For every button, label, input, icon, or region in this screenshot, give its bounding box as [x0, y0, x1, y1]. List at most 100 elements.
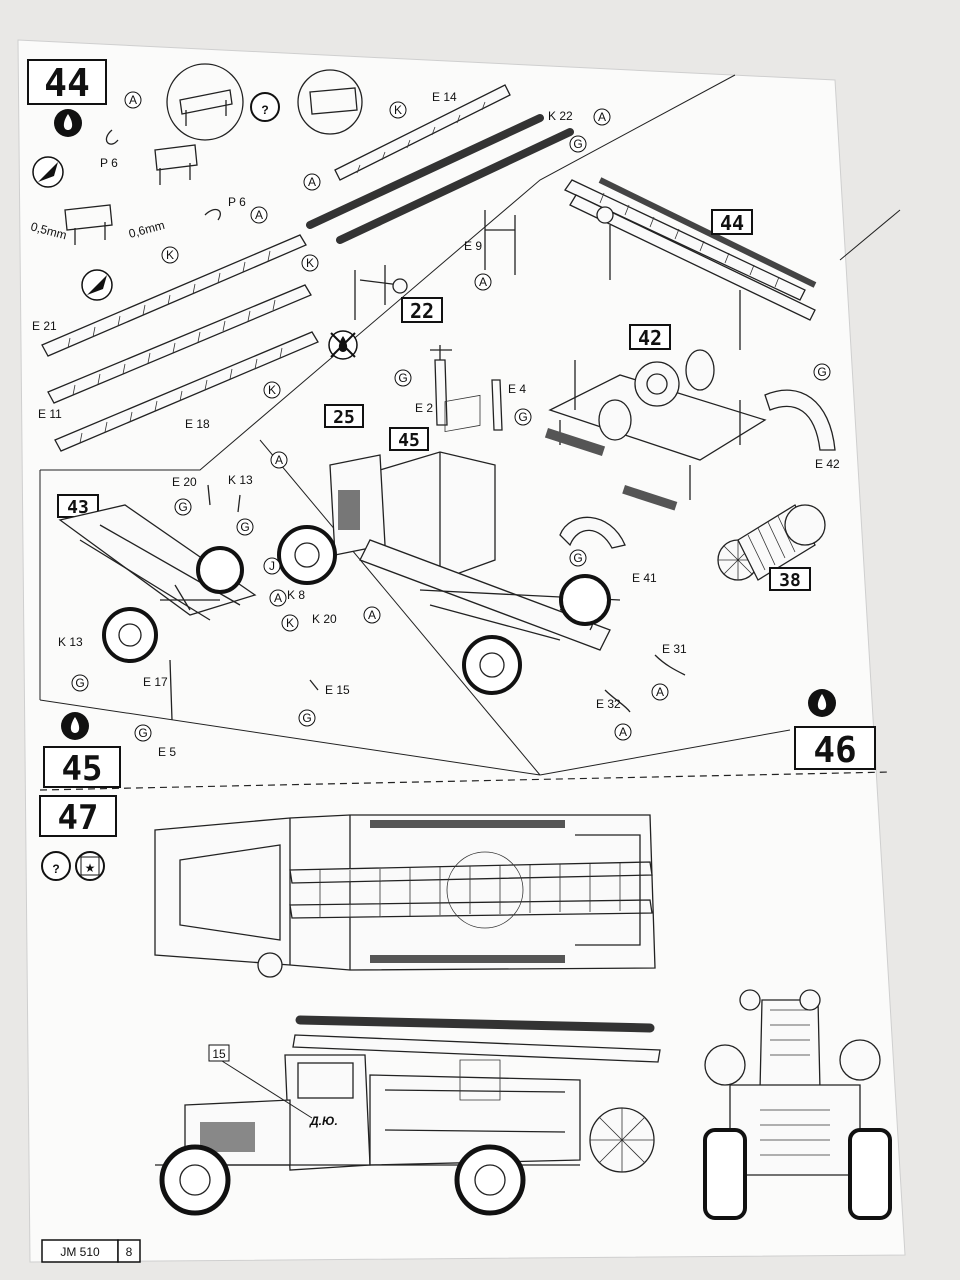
- svg-text:E 4: E 4: [508, 382, 526, 396]
- svg-text:?: ?: [52, 862, 59, 876]
- color-marker-g-3: G: [569, 549, 587, 567]
- svg-text:45: 45: [62, 749, 103, 789]
- svg-text:E 5: E 5: [158, 745, 176, 759]
- section-divider-lower: [39, 209, 901, 776]
- step-bracket: [154, 144, 198, 185]
- section-divider-upper: [40, 74, 736, 471]
- svg-text:J: J: [269, 559, 275, 573]
- svg-text:K 20: K 20: [312, 612, 337, 626]
- svg-text:E 41: E 41: [632, 571, 657, 585]
- color-marker-a-3: A: [593, 108, 611, 126]
- svg-text:E 42: E 42: [815, 457, 840, 471]
- svg-text:E 20: E 20: [172, 475, 197, 489]
- svg-text:K: K: [268, 383, 276, 397]
- svg-text:A: A: [619, 725, 627, 739]
- svg-text:A: A: [129, 93, 137, 107]
- color-marker-k-2: K: [301, 254, 319, 272]
- svg-text:P 6: P 6: [228, 195, 246, 209]
- svg-text:22: 22: [410, 299, 434, 323]
- extinguisher-e4: [491, 379, 503, 431]
- svg-text:42: 42: [638, 326, 662, 350]
- svg-text:K: K: [286, 616, 294, 630]
- svg-text:★: ★: [85, 861, 96, 875]
- svg-text:G: G: [573, 137, 582, 151]
- truck-top-view: [154, 814, 656, 978]
- svg-text:A: A: [598, 110, 606, 124]
- detail-magnifier-1: [166, 63, 244, 141]
- svg-text:E 31: E 31: [662, 642, 687, 656]
- glue-icon-2: [808, 689, 836, 717]
- svg-text:G: G: [398, 371, 407, 385]
- color-marker-g-7: G: [236, 518, 254, 536]
- rear-fender-e42: [764, 389, 836, 451]
- svg-text:K 13: K 13: [58, 635, 83, 649]
- color-marker-k-5: K: [281, 614, 299, 632]
- svg-text:E 17: E 17: [143, 675, 168, 689]
- small-parts: [169, 484, 319, 721]
- svg-text:P 6: P 6: [100, 156, 118, 170]
- truck-side-view: [155, 1015, 661, 1216]
- color-marker-a-10: A: [614, 723, 632, 741]
- step-22-badge: 22: [401, 297, 443, 323]
- ladder-e18: [54, 331, 319, 452]
- step-44b-badge: 44: [711, 209, 753, 235]
- detail-magnifier-2: [297, 69, 363, 135]
- extinguisher-e2: [434, 359, 448, 426]
- ladder-e14: [334, 84, 511, 181]
- svg-text:8: 8: [126, 1245, 133, 1259]
- p6-hooks: [105, 129, 221, 221]
- svg-text:G: G: [138, 726, 147, 740]
- hose-reel: [717, 504, 826, 581]
- ladder-e11: [47, 284, 312, 404]
- color-marker-a-6: A: [270, 451, 288, 469]
- step-25-badge: 25: [324, 404, 364, 428]
- color-marker-a-2: A: [250, 206, 268, 224]
- door-lettering: Д.Ю.: [309, 1114, 338, 1128]
- svg-text:G: G: [518, 410, 527, 424]
- step-45-badge: 45: [389, 427, 429, 451]
- hose-k22-b: [336, 128, 574, 244]
- svg-text:46: 46: [813, 730, 856, 771]
- truck-wheels: [277, 525, 611, 695]
- step-38-badge: 38: [769, 567, 811, 591]
- svg-text:43: 43: [67, 497, 89, 518]
- dashed-separator: [39, 771, 891, 791]
- color-marker-k-1: K: [161, 246, 179, 264]
- svg-text:E 2: E 2: [415, 401, 433, 415]
- svg-text:E 21: E 21: [32, 319, 57, 333]
- svg-text:A: A: [274, 591, 282, 605]
- help-icon: ?: [250, 92, 280, 122]
- svg-text:38: 38: [779, 570, 801, 591]
- ladder-assembly: [564, 177, 817, 350]
- color-marker-a-5: A: [474, 273, 492, 291]
- color-marker-j: J: [263, 557, 281, 575]
- color-marker-g-10: G: [298, 709, 316, 727]
- chassis-frame: [58, 504, 257, 663]
- truck-rear-view: [703, 989, 892, 1220]
- svg-text:K 8: K 8: [287, 588, 305, 602]
- decal-callout-15: 15: [208, 1044, 313, 1119]
- support-e9: [484, 210, 516, 275]
- decal-icon: ★: [75, 851, 105, 881]
- svg-text:G: G: [178, 500, 187, 514]
- svg-text:25: 25: [333, 407, 355, 428]
- svg-text:K: K: [306, 256, 314, 270]
- svg-text:E 18: E 18: [185, 417, 210, 431]
- svg-text:?: ?: [261, 103, 268, 117]
- bell-part: [392, 278, 408, 294]
- svg-text:A: A: [308, 175, 316, 189]
- svg-text:44: 44: [720, 211, 744, 235]
- svg-text:E 9: E 9: [464, 239, 482, 253]
- step-43-badge: 43: [57, 494, 99, 518]
- color-marker-a-9: A: [651, 683, 669, 701]
- color-marker-a-4: A: [303, 173, 321, 191]
- svg-text:G: G: [817, 365, 826, 379]
- running-board-grille: [544, 428, 606, 457]
- rear-body-deck: [544, 349, 767, 511]
- svg-text:47: 47: [58, 798, 99, 838]
- svg-text:45: 45: [398, 430, 420, 451]
- svg-text:K 13: K 13: [228, 473, 253, 487]
- step-44-badge: 44: [27, 59, 107, 105]
- color-marker-g-1: G: [569, 135, 587, 153]
